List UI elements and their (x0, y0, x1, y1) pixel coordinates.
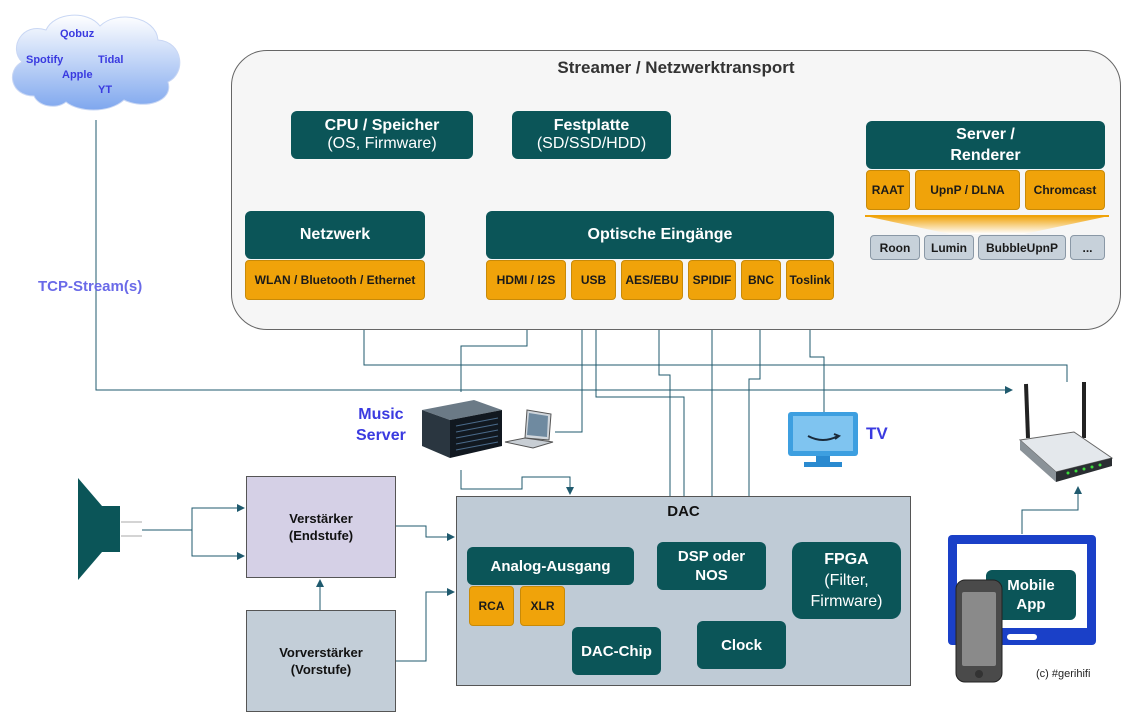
copyright-text: (c) #gerihifi (1036, 668, 1091, 680)
music-server-label: Music Server (356, 404, 406, 446)
input-aes-ebu: AES/EBU (621, 260, 683, 300)
dac-chip-title: DAC-Chip (581, 642, 652, 660)
input-spidif: SPIDIF (688, 260, 736, 300)
input-bnc: BNC (741, 260, 781, 300)
cloud-service-spotify: Spotify (26, 54, 64, 66)
preamp-box: Vorverstärker (Vorstufe) (246, 610, 396, 712)
fpga-title: FPGA (824, 551, 869, 568)
analog-output-box: Analog-Ausgang (467, 547, 634, 585)
server-title: Server / (956, 126, 1015, 143)
analog-output-title: Analog-Ausgang (490, 557, 611, 575)
tv-icon (788, 412, 858, 467)
protocol-upnp-dlna: UpnP / DLNA (915, 170, 1020, 210)
music-server-line2: Server (356, 427, 406, 444)
music-server-icon (422, 400, 502, 458)
cloud: Qobuz Spotify Tidal Apple YT (4, 8, 188, 112)
clock-box: Clock (697, 621, 786, 669)
phone-icon (955, 579, 1003, 683)
router-icon (1018, 382, 1114, 482)
cpu-subtitle: (OS, Firmware) (327, 135, 437, 152)
renderer-title: Renderer (950, 147, 1021, 164)
protocol-chromecast: Chromcast (1025, 170, 1105, 210)
input-usb: USB (571, 260, 616, 300)
dsp-box: DSP oder NOS (657, 542, 766, 590)
disk-subtitle: (SD/SSD/HDD) (536, 135, 647, 152)
amplifier-subtitle: (Endstufe) (288, 528, 354, 543)
app-bubbleupnp: BubbleUpnP (978, 235, 1066, 260)
fpga-box: FPGA (Filter, Firmware) (792, 542, 901, 619)
output-rca: RCA (469, 586, 514, 626)
amplifier-box: Verstärker (Endstufe) (246, 476, 396, 578)
music-server-line1: Music (358, 406, 404, 423)
optical-inputs-title: Optische Eingänge (587, 226, 733, 243)
streamer-title: Streamer / Netzwerktransport (557, 58, 795, 77)
app-more: ... (1070, 235, 1105, 260)
tcp-stream-label: TCP-Stream(s) (38, 278, 143, 295)
protocol-raat: RAAT (866, 170, 910, 210)
cpu-title: CPU / Speicher (324, 117, 440, 134)
amplifier-title: Verstärker (289, 511, 353, 526)
dsp-line2: NOS (695, 567, 728, 584)
tv-label: TV (866, 424, 888, 443)
mobile-app-line2: App (1016, 596, 1046, 613)
preamp-title: Vorverstärker (279, 645, 363, 660)
app-roon: Roon (870, 235, 920, 260)
clock-title: Clock (721, 636, 762, 654)
network-option: WLAN / Bluetooth / Ethernet (245, 260, 425, 300)
network-title: Netzwerk (299, 226, 371, 243)
optical-inputs-box: Optische Eingänge (486, 211, 834, 259)
dac-chip-box: DAC-Chip (572, 627, 661, 675)
disk-title: Festplatte (553, 117, 630, 134)
cloud-service-apple: Apple (62, 69, 93, 81)
fpga-line2: (Filter, (824, 572, 869, 589)
dsp-line1: DSP oder (677, 548, 746, 565)
cloud-icon (12, 14, 181, 111)
cloud-service-qobuz: Qobuz (60, 28, 95, 40)
network-box: Netzwerk (245, 211, 425, 259)
laptop-icon (504, 409, 554, 449)
output-xlr: XLR (520, 586, 565, 626)
mobile-app-line1: Mobile (1007, 577, 1055, 594)
preamp-subtitle: (Vorstufe) (290, 662, 352, 677)
app-lumin: Lumin (924, 235, 974, 260)
cloud-service-yt: YT (98, 84, 113, 96)
cpu-memory-box: CPU / Speicher (OS, Firmware) (291, 111, 473, 159)
dac-title: DAC (667, 503, 700, 520)
speaker-icon (78, 478, 120, 580)
input-toslink: Toslink (786, 260, 834, 300)
input-hdmi-i2s: HDMI / I2S (486, 260, 566, 300)
fpga-line3: Firmware) (810, 593, 883, 610)
disk-box: Festplatte (SD/SSD/HDD) (512, 111, 671, 159)
server-renderer-box: Server / Renderer (866, 121, 1105, 169)
cloud-service-tidal: Tidal (98, 54, 124, 66)
protocol-divider (865, 215, 1109, 234)
